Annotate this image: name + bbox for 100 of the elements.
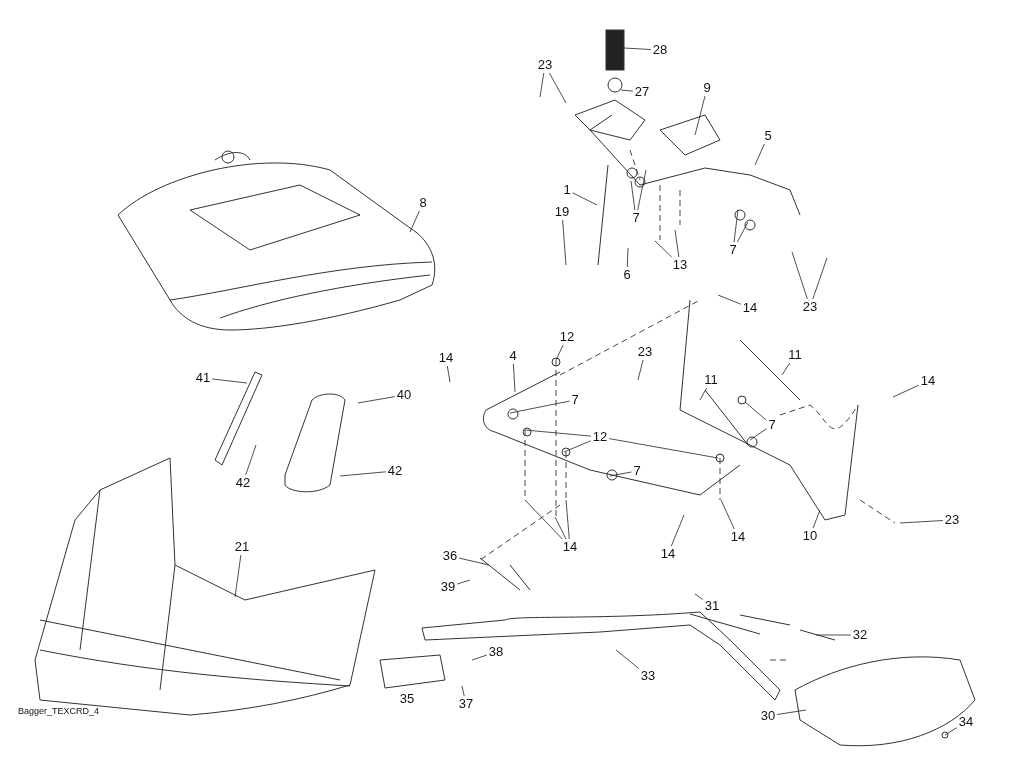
leader-line [630, 180, 636, 211]
leader-line [892, 384, 920, 398]
callout-number: 35 [399, 690, 415, 706]
leader-line [456, 579, 471, 585]
callout-number: 14 [437, 351, 455, 365]
callout-number: 37 [457, 697, 475, 711]
callout-number: 36 [441, 549, 459, 563]
leader-line [736, 221, 749, 243]
callout-number: 8 [418, 196, 428, 210]
leader-line [565, 499, 570, 540]
callout-number: 28 [651, 43, 669, 57]
callout-number: 7 [728, 243, 738, 257]
callout-number: 12 [591, 430, 609, 444]
leader-line [458, 557, 490, 566]
leader-line [781, 362, 791, 376]
callout-number: 34 [957, 715, 975, 729]
callout-number: 30 [759, 709, 777, 723]
leader-line [461, 685, 465, 697]
leader-line [654, 240, 673, 258]
leader-line [563, 440, 592, 453]
leader-line [899, 520, 944, 524]
callout-number: 7 [632, 464, 642, 478]
leader-line [717, 294, 742, 305]
leader-line [623, 47, 652, 50]
callout-number: 32 [851, 628, 869, 642]
leader-line [694, 95, 706, 136]
leader-line [539, 72, 545, 98]
leader-line [562, 219, 567, 266]
callout-number: 7 [767, 418, 777, 432]
leader-line [791, 251, 808, 300]
callout-number: 4 [508, 349, 518, 363]
leader-line [626, 247, 629, 268]
leader-line [446, 365, 451, 383]
callout-number: 9 [702, 81, 712, 95]
leader-line [409, 210, 420, 233]
leader-line [245, 444, 257, 476]
callout-number: 23 [801, 300, 819, 314]
leader-line [812, 509, 821, 529]
leader-line [812, 257, 828, 300]
callout-number: 39 [439, 580, 457, 594]
callout-number: 14 [561, 540, 579, 554]
callout-number: 19 [553, 205, 571, 219]
leader-line [776, 709, 807, 715]
callout-number: 33 [639, 669, 657, 683]
leader-line [608, 438, 719, 459]
leader-line [637, 359, 644, 381]
callout-number: 1 [562, 183, 572, 197]
callout-number: 7 [631, 211, 641, 225]
callout-number: 42 [386, 464, 404, 478]
leader-line [555, 344, 564, 361]
callout-number: 23 [536, 58, 554, 72]
leader-line [720, 499, 735, 530]
callout-number: 42 [234, 476, 252, 490]
callout-number: 14 [741, 301, 759, 315]
drawing-number: Bagger_TEXCRD_4 [18, 706, 100, 716]
leader-line [549, 72, 567, 104]
leader-line [749, 428, 767, 441]
leader-line [733, 209, 739, 243]
callout-number: 27 [633, 85, 651, 99]
callout-number: 7 [570, 393, 580, 407]
leader-line [815, 634, 852, 636]
leader-line [674, 229, 680, 258]
callout-number: 6 [622, 268, 632, 282]
leader-line [357, 396, 396, 404]
callout-number: 11 [787, 348, 803, 362]
callout-number: 14 [729, 530, 747, 544]
leader-line [637, 169, 647, 211]
leader-line [339, 471, 387, 477]
callout-number: 13 [671, 258, 689, 272]
leader-line [513, 363, 516, 393]
leader-line [615, 649, 640, 669]
callout-number: 12 [558, 330, 576, 344]
callout-number: 23 [943, 513, 961, 527]
callout-number: 5 [763, 129, 773, 143]
leader-line [620, 89, 634, 92]
leader-line [694, 593, 704, 600]
leader-line [554, 516, 567, 540]
callout-number: 38 [487, 645, 505, 659]
leader-line [699, 387, 707, 401]
leader-line [471, 654, 488, 661]
callout-number: 11 [703, 373, 719, 387]
leader-line [609, 471, 632, 477]
leader-line [744, 401, 767, 421]
leader-line [944, 727, 958, 736]
callout-number: 31 [703, 599, 721, 613]
leader-line [572, 192, 598, 206]
leader-line [670, 514, 685, 547]
leader-line [754, 143, 765, 166]
leader-line [524, 429, 592, 437]
callout-number: 14 [659, 547, 677, 561]
callout-number: 41 [194, 371, 212, 385]
callout-number: 21 [233, 540, 251, 554]
callout-number: 23 [636, 345, 654, 359]
leader-line [524, 499, 563, 540]
leader-line [234, 554, 242, 598]
callout-number: 14 [919, 374, 937, 388]
leader-line [211, 378, 248, 384]
callout-number: 40 [395, 388, 413, 402]
callout-number: 10 [801, 529, 819, 543]
leader-line [509, 400, 570, 414]
